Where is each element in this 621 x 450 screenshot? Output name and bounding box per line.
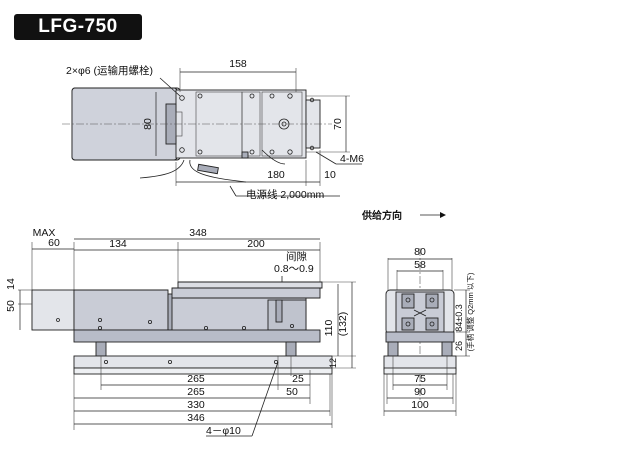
front-block-br [425,317,439,331]
dim-346: 346 [187,412,205,424]
front-foot-right [441,341,453,357]
side-base-plate [73,329,321,343]
gap-label: 间隙 [286,250,307,263]
side-foot-2 [285,341,297,357]
bolt-circle-2 [179,147,185,153]
dim-25: 25 [292,373,304,385]
side-hopper-screw-3 [147,319,152,324]
dim-12: 12 [328,358,338,368]
dim-50: 50 [5,300,17,312]
m6-hole-2 [309,145,315,151]
front-foot-left [387,341,399,357]
side-foot-1 [95,341,107,357]
m6-leader [315,151,337,165]
bolt-circle-7 [269,93,275,99]
side-hopper-pin [56,318,60,322]
dim-front-100: 100 [411,399,429,411]
bolt-circle-5 [249,93,255,99]
bolt-circle-4 [197,149,203,155]
m6-label: 4-M6 [340,153,364,165]
front-view: 80 58 84±0.3 (手柄 调整 Q2mm 以下) 26 [383,246,475,416]
dim-50b: 50 [286,386,298,398]
dim-max: MAX [33,227,56,239]
shipping-bolt-label: 2×φ6 (运输用螺栓) [66,64,153,77]
cable-leader [229,185,237,197]
dim-14: 14 [5,278,17,290]
cable-label: 电源线 2,000mm [246,188,324,201]
cable-connector [197,163,219,175]
front-screw-4 [429,321,435,327]
top-view: 158 80 70 2×φ6 (运输用螺栓) 4-M6 180 10 电源线 2… [62,58,446,222]
bolt-circle-1 [179,95,185,101]
dim-265a: 265 [187,373,205,385]
phi10-label: 4－φ10 [206,425,241,437]
front-mount-plate-lower [383,367,457,375]
bolt-circle-8 [269,149,275,155]
bolt-circle-10 [287,149,293,155]
bolt-circle-6 [249,149,255,155]
front-vertical-note-b: (手柄 调整 Q2mm 以下) [465,272,475,351]
front-vertical-note-a: 84±0.3 [454,304,464,331]
dim-348: 348 [189,227,207,239]
side-view: MAX 60 348 134 200 [5,227,356,437]
dim-front-58: 58 [414,259,426,271]
front-block-tl [401,293,415,309]
side-hopper-extension [31,289,75,331]
front-screw-2 [429,297,435,303]
dim-158: 158 [229,58,247,70]
dim-265b: 265 [187,386,205,398]
cable-line-3 [261,149,286,165]
bolt-circle-3 [197,93,203,99]
dim-60: 60 [48,237,60,249]
side-trough-top [177,281,323,289]
dim-132: (132) [337,312,349,337]
side-drive-spring [267,299,307,331]
front-block-tr [425,293,439,309]
cable-line-2 [189,159,247,183]
side-adjust-knob [275,299,283,323]
dim-180: 180 [267,169,285,181]
front-screw-1 [405,297,411,303]
front-block-bl [401,317,415,331]
side-mount-plate [73,355,333,369]
dim-80: 80 [142,118,154,130]
bolt-circle-9 [287,93,293,99]
dim-134: 134 [109,238,127,250]
model-title: LFG-750 [14,14,142,40]
dim-front-80: 80 [414,246,426,258]
dim-front-75: 75 [414,373,426,385]
side-mount-screw-2 [167,359,172,364]
dim-70: 70 [332,118,344,130]
shipping-bolt-leader [159,77,181,97]
cable-line-1 [139,159,185,179]
dim-front-26: 26 [454,341,464,351]
side-hopper-body [73,289,169,331]
m6-hole-1 [309,97,315,103]
dim-200: 200 [247,238,265,250]
feed-direction-label: 供给方向 [361,209,402,222]
front-spring-2 [413,309,427,317]
front-screw-3 [405,321,411,327]
dim-110: 110 [323,319,335,336]
side-trough [171,287,321,299]
cable-gland [241,151,249,159]
dim-330: 330 [187,399,205,411]
gap-range: 0.8～0.9 [274,263,314,275]
side-hopper-screw-1 [98,317,103,322]
feed-direction-arrow-icon [440,212,446,218]
side-mount-screw-1 [104,359,109,364]
side-drive-screw-3 [289,323,294,328]
side-mount-plate-lower [73,367,333,375]
phi10-leader [251,361,279,437]
dim-10: 10 [324,169,336,181]
front-base [385,331,455,343]
dim-front-90: 90 [414,386,426,398]
